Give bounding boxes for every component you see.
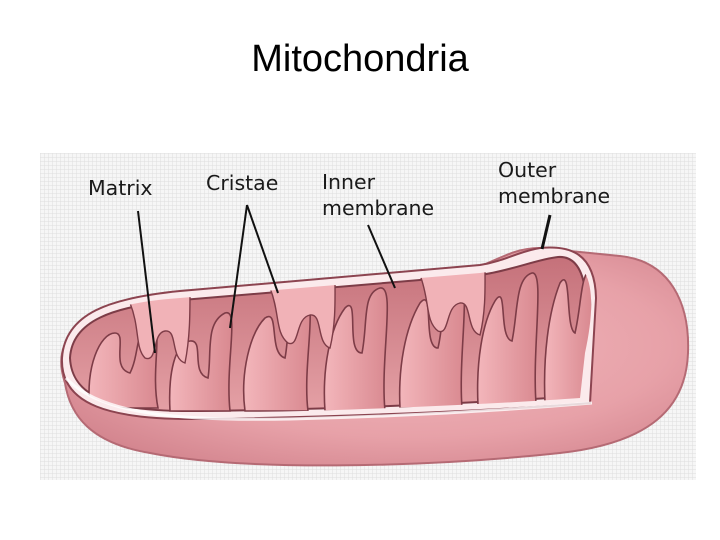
intermembrane-space-band [64, 376, 593, 421]
label-outer-membrane-line2: membrane [498, 184, 610, 208]
leader-line-matrix [137, 210, 156, 354]
leader-line-cristae-1 [229, 204, 248, 329]
label-inner-membrane-line1: Inner [322, 170, 376, 194]
page-title: Mitochondria [251, 38, 469, 80]
label-inner-membrane-line2: membrane [322, 196, 434, 220]
label-outer-membrane-line1: Outer [498, 158, 557, 182]
label-matrix: Matrix [88, 176, 153, 200]
leader-line-inner-membrane [367, 224, 396, 289]
leader-line-outer-membrane [540, 214, 552, 250]
cristae-group [88, 266, 592, 412]
label-cristae: Cristae [206, 171, 278, 195]
mitochondrion-illustration: Matrix Cristae Inner membrane Outer memb… [40, 153, 696, 480]
leader-line-cristae-2 [246, 204, 279, 294]
mitochondrion-diagram: Matrix Cristae Inner membrane Outer memb… [40, 153, 696, 480]
